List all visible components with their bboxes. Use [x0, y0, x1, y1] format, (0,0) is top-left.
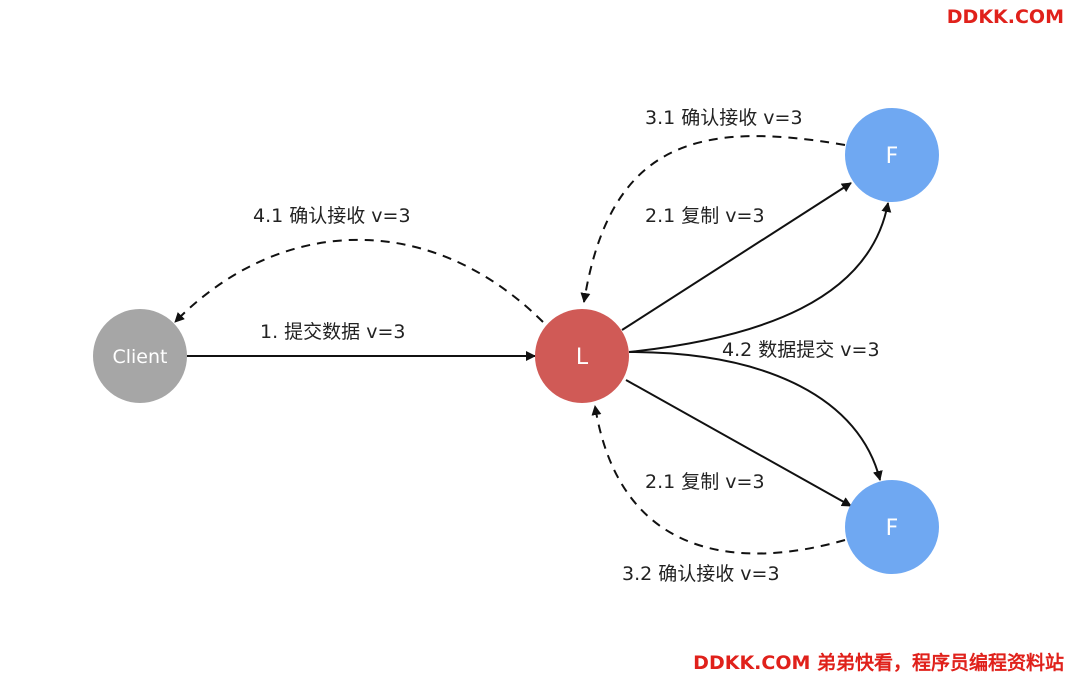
edge-commit-bottom [628, 351, 883, 481]
follower-top-label: F [886, 144, 899, 169]
follower-top-circle [845, 108, 939, 202]
label-submit: 1. 提交数据 v=3 [260, 321, 405, 343]
edge-ack-top [580, 135, 846, 303]
label-commit: 4.2 数据提交 v=3 [722, 339, 880, 361]
edge-ack-bottom [591, 405, 846, 555]
edge-ack-client [174, 238, 544, 323]
leader-circle [535, 309, 629, 403]
leader-label: L [576, 345, 589, 370]
edge-replicate-bottom [625, 379, 852, 507]
follower-top-node: F [845, 108, 939, 202]
follower-bottom-label: F [886, 516, 899, 541]
client-label: Client [112, 346, 167, 368]
label-ack-bottom: 3.2 确认接收 v=3 [622, 563, 780, 585]
leader-node: L [535, 309, 629, 403]
edge-replicate-top [621, 182, 852, 331]
follower-bottom-circle [845, 480, 939, 574]
client-node: Client [93, 309, 187, 403]
edge-commit-top [628, 202, 892, 353]
follower-bottom-node: F [845, 480, 939, 574]
label-replicate-bottom: 2.1 复制 v=3 [645, 471, 765, 493]
label-ack-top: 3.1 确认接收 v=3 [645, 107, 803, 129]
label-ack-client: 4.1 确认接收 v=3 [253, 205, 411, 227]
watermark-bottom: DDKK.COM 弟弟快看，程序员编程资料站 [693, 652, 1064, 674]
client-circle [93, 309, 187, 403]
watermark-top: DDKK.COM [946, 6, 1064, 28]
label-replicate-top: 2.1 复制 v=3 [645, 205, 765, 227]
